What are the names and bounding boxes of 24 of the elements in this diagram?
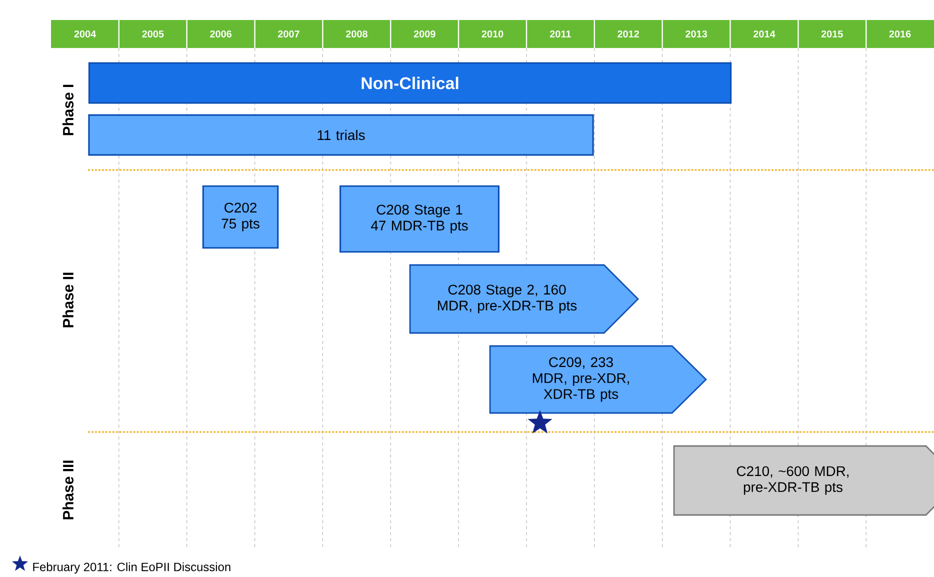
bar: C208 Stage 1 47 MDR-TB pts bbox=[340, 185, 500, 253]
arrow-bar: C210, ~600 MDR, pre-XDR-TB pts bbox=[673, 445, 934, 516]
label: 2016 bbox=[889, 30, 911, 38]
bar: 11 trials bbox=[88, 114, 594, 156]
label: 2014 bbox=[753, 30, 776, 38]
label: 2012 bbox=[618, 30, 639, 38]
bar: C202 75 pts bbox=[202, 185, 279, 249]
label: Phase I bbox=[62, 84, 74, 136]
label: 2007 bbox=[278, 30, 300, 38]
legend-label: February 2011: Clin EoPII Discussion bbox=[33, 562, 230, 574]
label: 2013 bbox=[686, 30, 708, 38]
label: 2009 bbox=[414, 30, 436, 38]
label: 2010 bbox=[482, 30, 504, 38]
label: 2006 bbox=[210, 30, 232, 38]
label: 2011 bbox=[550, 30, 571, 38]
label: Phase II bbox=[62, 272, 74, 328]
bar: Non-Clinical bbox=[88, 62, 732, 104]
arrow-bar: C208 Stage 2, 160 MDR, pre-XDR-TB pts bbox=[409, 264, 639, 334]
label: 2005 bbox=[142, 30, 164, 38]
arrow-bar: C209, 233 MDR, pre-XDR, XDR-TB pts bbox=[489, 345, 707, 414]
label: 2015 bbox=[821, 30, 843, 38]
label: 2004 bbox=[74, 30, 96, 38]
label: Phase III bbox=[62, 460, 74, 520]
label: 2008 bbox=[346, 30, 368, 38]
